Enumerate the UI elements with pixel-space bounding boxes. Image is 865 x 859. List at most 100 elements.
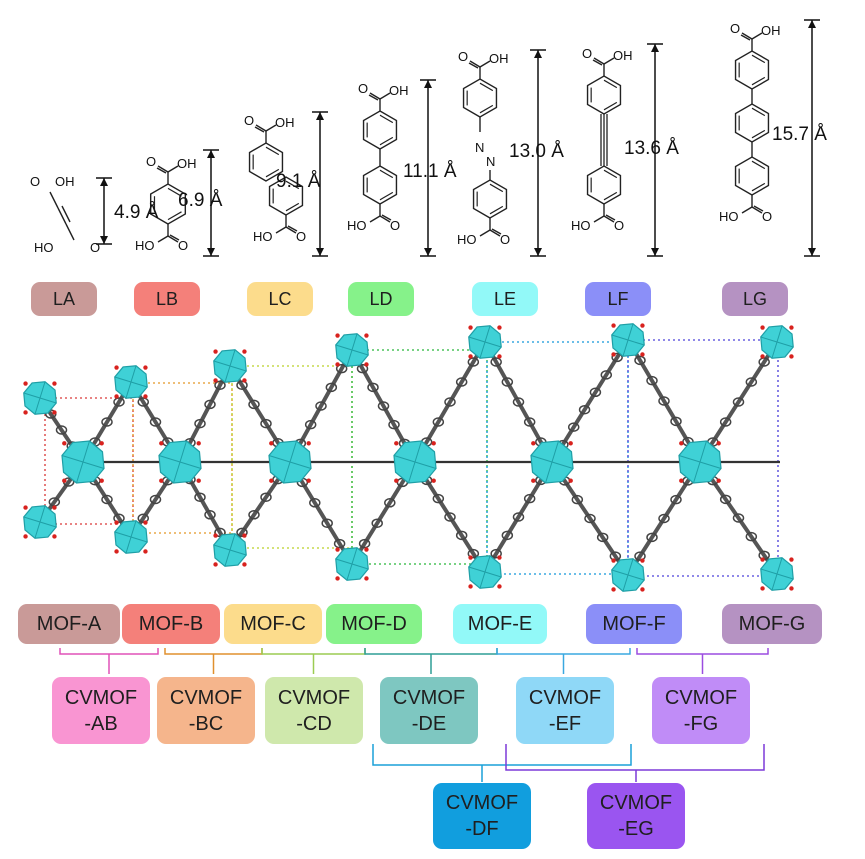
cvmof-ef-line2: -EF bbox=[548, 712, 582, 735]
cvmof-box-de: CVMOF -DE bbox=[380, 677, 478, 744]
linker-ring bbox=[137, 397, 149, 407]
ligand-box-le: LE bbox=[472, 282, 538, 316]
oxygen-atom bbox=[568, 478, 573, 483]
cluster-facet bbox=[179, 461, 202, 469]
cluster-facet bbox=[760, 568, 778, 575]
oxygen-atom bbox=[468, 555, 473, 560]
linker-ring bbox=[444, 397, 456, 407]
oxygen-atom bbox=[62, 478, 67, 483]
linker-ring bbox=[523, 493, 536, 504]
bracket-eg bbox=[505, 744, 765, 782]
hydroxyl-label: OH bbox=[275, 115, 295, 130]
linker-ring bbox=[113, 397, 125, 407]
oxygen-label: O bbox=[90, 240, 100, 255]
cluster-facet bbox=[82, 461, 105, 469]
oxygen-atom bbox=[468, 354, 473, 359]
benzene-ring bbox=[586, 165, 622, 205]
cvmof-eg-line2: -EG bbox=[618, 818, 654, 840]
double-bond bbox=[603, 79, 618, 89]
cvmof-box-ef: CVMOF -EF bbox=[516, 677, 614, 744]
oxygen-atom bbox=[23, 505, 28, 510]
oxygen-atom bbox=[640, 587, 645, 592]
bond bbox=[265, 124, 277, 132]
oxygen-atom bbox=[364, 547, 369, 552]
bond bbox=[379, 92, 391, 100]
arrow-head bbox=[424, 80, 432, 88]
unit-cell-outline bbox=[486, 341, 629, 575]
cluster-facet bbox=[468, 336, 486, 343]
linker-ring bbox=[455, 377, 468, 387]
cvmof-ab-line2: -AB bbox=[84, 712, 118, 735]
cluster-facet bbox=[611, 569, 629, 576]
arrow-head bbox=[207, 248, 215, 256]
linker-ring bbox=[455, 530, 468, 541]
oxygen-atom bbox=[23, 534, 28, 539]
cluster-facet bbox=[414, 440, 422, 463]
hydroxyl-label: OH bbox=[489, 51, 509, 66]
linker-ring bbox=[444, 512, 456, 522]
ligand-box-lb: LB bbox=[134, 282, 200, 316]
bond bbox=[468, 62, 479, 69]
linker-ring bbox=[101, 494, 113, 505]
mof-box-a: MOF-A bbox=[18, 604, 120, 644]
linker-ring bbox=[356, 363, 369, 374]
cluster-facet bbox=[351, 547, 358, 565]
ligand-box-ld: LD bbox=[348, 282, 414, 316]
oxygen-atom bbox=[760, 325, 765, 330]
cluster-facet bbox=[173, 461, 181, 484]
oxygen-atom bbox=[52, 534, 57, 539]
mof-box-e: MOF-E bbox=[453, 604, 547, 644]
cluster-facet bbox=[283, 461, 291, 484]
cluster-facet bbox=[627, 323, 634, 341]
cluster-facet bbox=[414, 461, 437, 469]
linker-ring bbox=[384, 498, 396, 508]
cluster-facet bbox=[125, 536, 132, 554]
linker-ring bbox=[335, 363, 348, 374]
cvmof-cd-line2: -CD bbox=[296, 712, 332, 735]
arrow-head bbox=[651, 248, 659, 256]
linker-ring bbox=[377, 401, 390, 411]
oxygen-atom bbox=[143, 520, 148, 525]
bond bbox=[254, 126, 265, 133]
benzene-ring bbox=[472, 179, 508, 219]
bond bbox=[167, 235, 179, 243]
cvmof-cd-line1: CVMOF bbox=[277, 686, 351, 709]
linker-ring bbox=[670, 416, 682, 427]
benzene-ring bbox=[268, 176, 304, 216]
linker-ring bbox=[634, 551, 646, 561]
oxygen-atom bbox=[611, 587, 616, 592]
cluster-facet bbox=[229, 349, 236, 367]
cluster-facet bbox=[34, 521, 41, 539]
linker-ring bbox=[670, 494, 682, 505]
linker-chain bbox=[698, 340, 779, 464]
double-bond bbox=[265, 168, 280, 178]
cvmof-ab-line1: CVMOF bbox=[64, 686, 138, 709]
cvmof-box-fg: CVMOF -FG bbox=[652, 677, 750, 744]
cluster-facet bbox=[699, 461, 722, 469]
cluster-facet bbox=[213, 360, 231, 367]
hydroxyl-label: HO bbox=[457, 232, 477, 247]
metal-cluster bbox=[468, 555, 502, 589]
bond bbox=[57, 207, 67, 225]
cvmof-box-bc: CVMOF -BC bbox=[157, 677, 255, 744]
cluster-facet bbox=[484, 555, 491, 573]
arrow-head bbox=[424, 248, 432, 256]
cluster-facet bbox=[268, 455, 291, 463]
cvmof-df-line1: CVMOF bbox=[445, 792, 519, 814]
linker-ring bbox=[55, 425, 68, 435]
oxygen-atom bbox=[335, 576, 340, 581]
cluster-facet bbox=[130, 520, 137, 538]
cluster-facet bbox=[229, 533, 236, 551]
oxygen-atom bbox=[497, 584, 502, 589]
arrow-head bbox=[534, 50, 542, 58]
linker-ring bbox=[325, 382, 338, 393]
length-label-lc: 9.1 Å bbox=[276, 171, 321, 192]
cluster-facet bbox=[627, 339, 645, 346]
cvmof-box-cd: CVMOF -CD bbox=[265, 677, 363, 744]
oxygen-atom bbox=[468, 325, 473, 330]
cluster-facet bbox=[130, 381, 148, 388]
